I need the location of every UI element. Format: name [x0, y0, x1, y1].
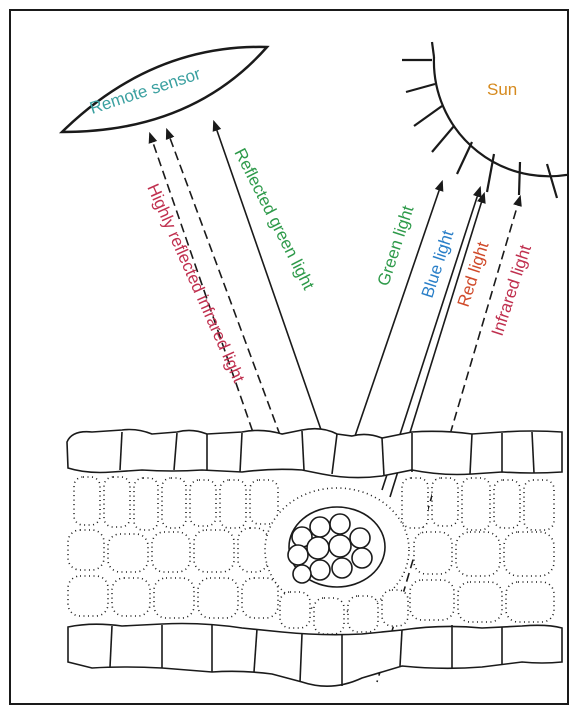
upper-epidermis [67, 429, 562, 478]
infrared-reflected-ray-2 [167, 130, 290, 462]
sun-icon [402, 42, 569, 198]
green-light-label: Green light [374, 203, 418, 288]
infrared-light-label: Infrared light [488, 242, 535, 338]
leaf-light-diagram: Remote sensor Sun Highly reflected infra… [11, 11, 569, 705]
vascular-bundle [265, 488, 409, 634]
highly-reflected-infrared-label: Highly reflected infrared light [143, 181, 248, 386]
reflected-green-label: Reflected green light [230, 145, 318, 293]
lower-epidermis [68, 624, 562, 687]
diagram-frame: Remote sensor Sun Highly reflected infra… [9, 9, 569, 705]
blue-light-label: Blue light [418, 228, 458, 301]
leaf-cross-section [67, 429, 562, 687]
sun-label: Sun [487, 80, 517, 99]
remote-sensor: Remote sensor [62, 47, 267, 132]
